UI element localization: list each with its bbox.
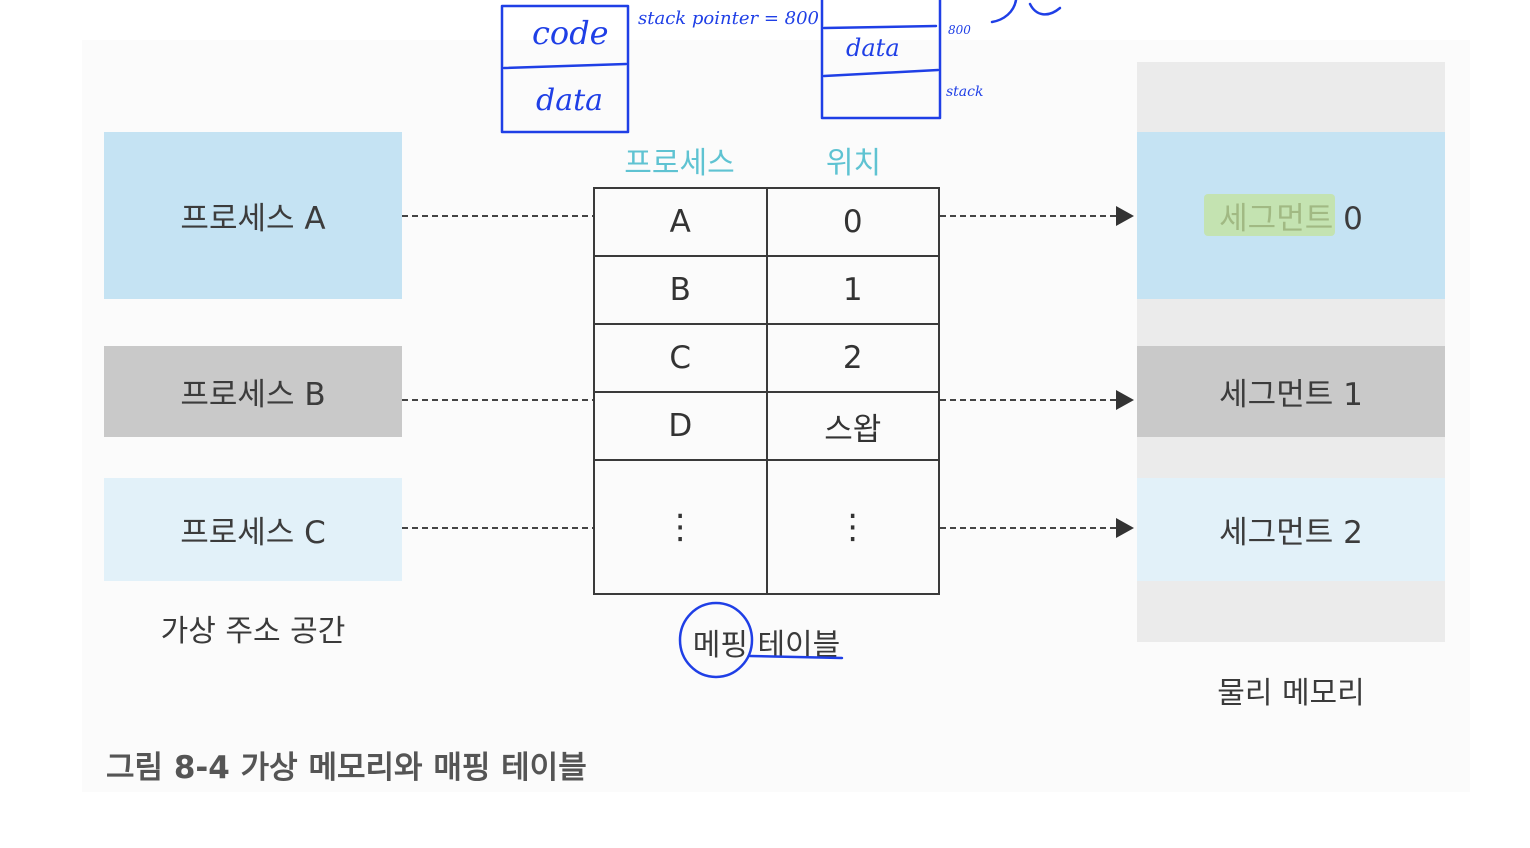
mapping-table: A 0 B 1 C 2 D 스왑 ⋮ ⋮ [593, 187, 940, 595]
handwritten-divider [822, 24, 938, 30]
table-cell-location: ⋮ [765, 459, 940, 595]
table-cell-process: A [593, 187, 768, 257]
process-a-label: 프로세스 A [180, 201, 326, 237]
handwritten-note: 800 [948, 23, 971, 37]
segment-2-box: 세그먼트 2 [1137, 478, 1445, 581]
process-b-label: 프로세스 B [180, 377, 326, 413]
handwritten-squiggle [1028, 2, 1062, 16]
table-row: ⋮ ⋮ [593, 459, 940, 595]
table-cell-location: 스왑 [765, 391, 940, 461]
table-cell-location: 0 [765, 187, 940, 257]
handwritten-note: stack pointer = 800 [638, 8, 819, 29]
process-c-label: 프로세스 C [180, 515, 326, 551]
process-b-box: 프로세스 B [104, 346, 402, 437]
table-cell-location: 1 [765, 255, 940, 325]
table-row: A 0 [593, 187, 940, 257]
segment-0-highlight [1204, 194, 1335, 236]
segment-2-label: 세그먼트 2 [1219, 515, 1363, 551]
mapping-table-label: 메핑 테이블 [692, 628, 841, 663]
figure-caption: 그림 8-4 가상 메모리와 매핑 테이블 [106, 750, 587, 786]
virtual-address-space-label: 가상 주소 공간 [160, 614, 346, 649]
segment-1-label: 세그먼트 1 [1219, 377, 1363, 413]
physical-memory-label: 물리 메모리 [1217, 676, 1365, 711]
table-row: B 1 [593, 255, 940, 325]
table-cell-process: ⋮ [593, 459, 768, 595]
table-cell-process: C [593, 323, 768, 393]
table-row: D 스왑 [593, 391, 940, 461]
table-row: C 2 [593, 323, 940, 393]
handwritten-bracket [990, 0, 1018, 24]
table-cell-location: 2 [765, 323, 940, 393]
table-cell-process: D [593, 391, 768, 461]
process-a-box: 프로세스 A [104, 132, 402, 299]
table-header-process: 프로세스 [624, 146, 735, 181]
segment-1-box: 세그먼트 1 [1137, 346, 1445, 437]
table-cell-process: B [593, 255, 768, 325]
table-header-location: 위치 [825, 146, 882, 181]
process-c-box: 프로세스 C [104, 478, 402, 581]
